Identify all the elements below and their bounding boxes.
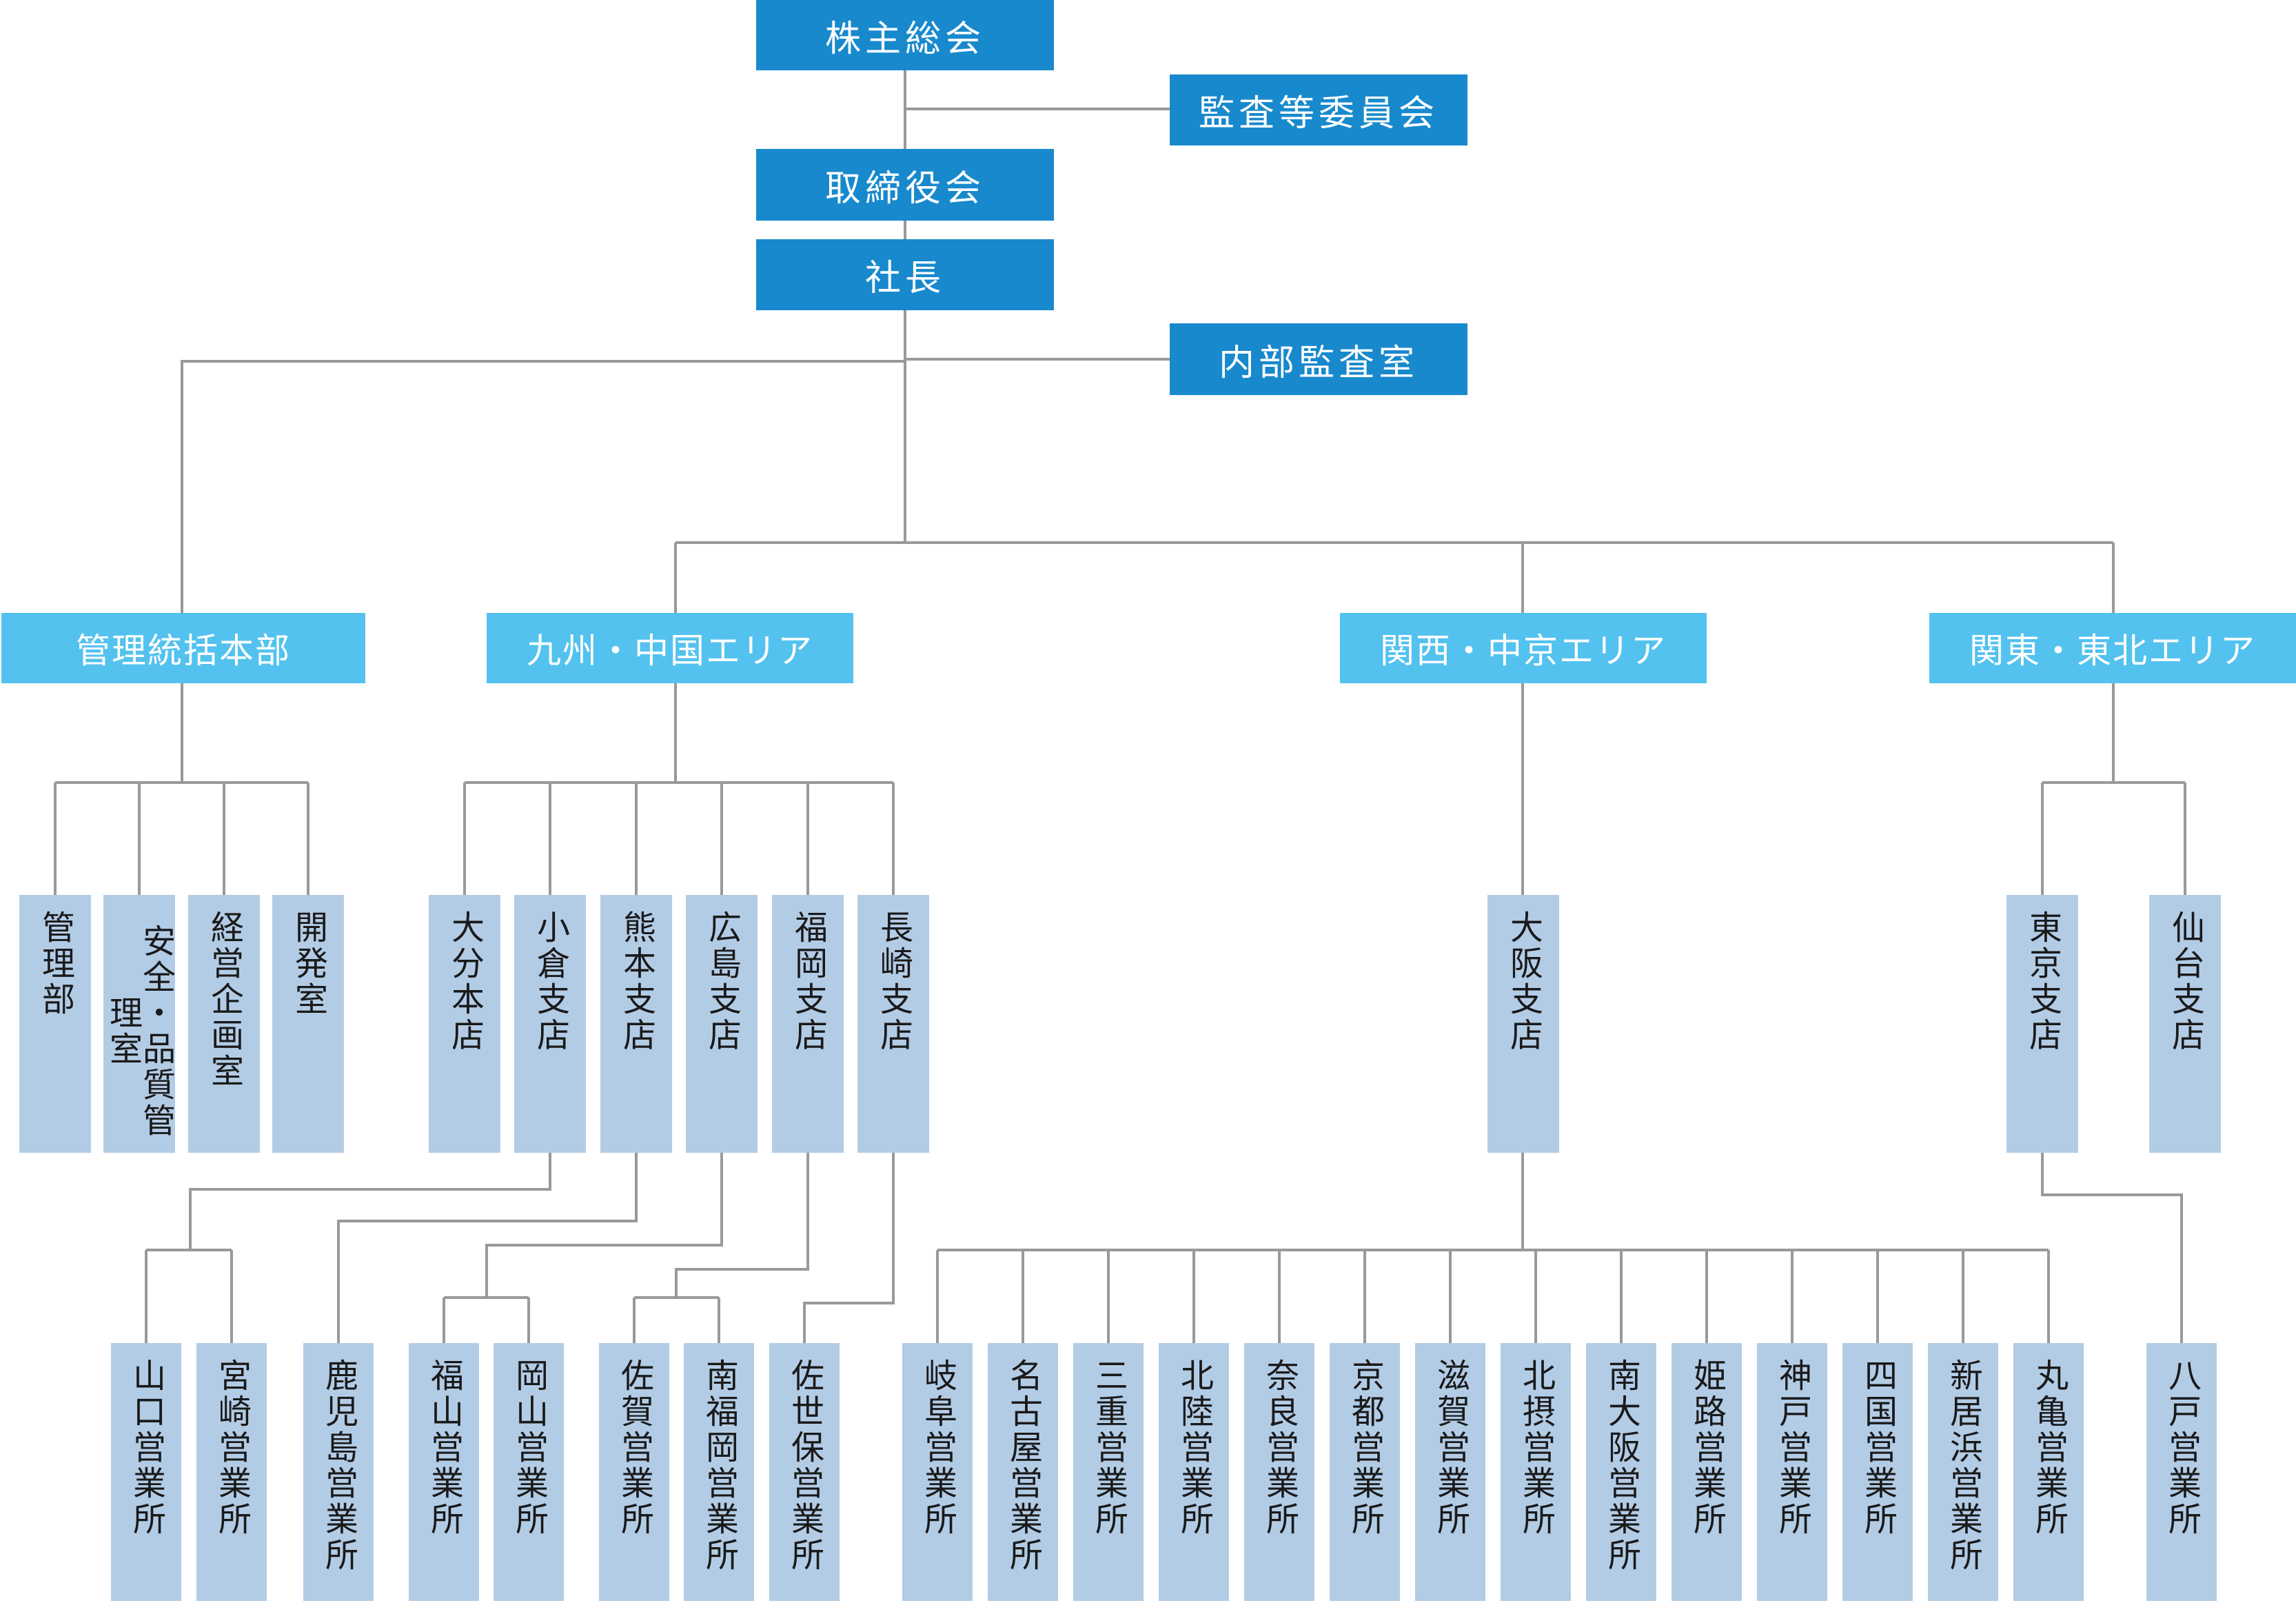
office-box: 山口営業所: [111, 1343, 181, 1601]
office-box: 北摂営業所: [1501, 1343, 1571, 1601]
office-box: 四国営業所: [1842, 1343, 1913, 1601]
connector-line: [189, 1153, 551, 1250]
office-box: 神戸営業所: [1757, 1343, 1827, 1601]
office-box: 南大阪営業所: [1586, 1343, 1656, 1601]
office-box: 八戸営業所: [2146, 1343, 2217, 1601]
division-kansai-box: 関西・中京エリア: [1340, 613, 1707, 683]
branch-box: 仙台支店: [2149, 895, 2221, 1153]
branch-box: 小倉支店: [514, 895, 586, 1153]
board-of-directors-box: 取締役会: [756, 149, 1054, 221]
branch-box: 大分本店: [429, 895, 500, 1153]
branch-box: 広島支店: [686, 895, 758, 1153]
connector-line: [485, 1153, 723, 1298]
branch-box: 熊本支店: [600, 895, 672, 1153]
dept-box: 経営企画室: [188, 895, 260, 1153]
division-kyushu-box: 九州・中国エリア: [487, 613, 853, 683]
branch-box: 大阪支店: [1487, 895, 1559, 1153]
dept-box: 安全・品質管理室: [103, 895, 175, 1153]
office-box: 鹿児島営業所: [303, 1343, 374, 1601]
president-box: 社長: [756, 239, 1054, 310]
connector-line: [337, 1153, 638, 1343]
internal-audit-box: 内部監査室: [1170, 323, 1467, 395]
office-box: 滋賀営業所: [1415, 1343, 1485, 1601]
division-kanto-box: 関東・東北エリア: [1929, 613, 2296, 683]
connector-line: [2041, 1153, 2183, 1343]
office-box: 南福岡営業所: [684, 1343, 754, 1601]
office-box: 北陸営業所: [1159, 1343, 1229, 1601]
connector-line: [675, 1153, 809, 1298]
office-box: 岡山営業所: [494, 1343, 564, 1601]
dept-box: 管理部: [19, 895, 91, 1153]
office-box: 岐阜営業所: [902, 1343, 973, 1601]
connector-line: [803, 1153, 895, 1343]
office-box: 福山営業所: [409, 1343, 479, 1601]
office-box: 三重営業所: [1073, 1343, 1144, 1601]
branch-box: 長崎支店: [857, 895, 929, 1153]
office-box: 姫路営業所: [1672, 1343, 1742, 1601]
branch-box: 福岡支店: [772, 895, 844, 1153]
office-box: 丸亀営業所: [2013, 1343, 2084, 1601]
connector-line: [181, 360, 905, 613]
division-admin-box: 管理統括本部: [1, 613, 365, 683]
office-box: 佐世保営業所: [769, 1343, 840, 1601]
office-box: 奈良営業所: [1244, 1343, 1314, 1601]
office-box: 名古屋営業所: [988, 1343, 1058, 1601]
office-box: 宮崎営業所: [196, 1343, 267, 1601]
office-box: 京都営業所: [1330, 1343, 1400, 1601]
office-box: 新居浜営業所: [1928, 1343, 1998, 1601]
branch-box: 東京支店: [2007, 895, 2078, 1153]
audit-committee-box: 監査等委員会: [1170, 74, 1467, 145]
dept-box: 開発室: [272, 895, 344, 1153]
office-box: 佐賀営業所: [599, 1343, 669, 1601]
shareholders-meeting-box: 株主総会: [756, 0, 1054, 70]
